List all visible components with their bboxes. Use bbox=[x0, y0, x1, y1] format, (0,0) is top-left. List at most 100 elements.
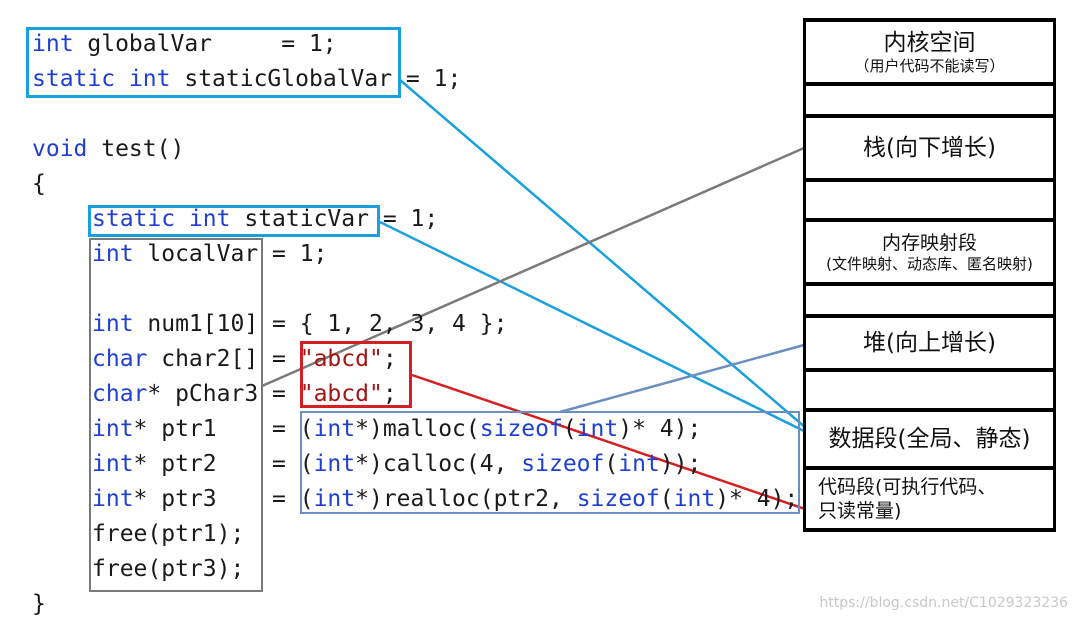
keyword: int bbox=[92, 416, 134, 442]
heap-alloc-box bbox=[300, 411, 800, 514]
keyword: static bbox=[92, 206, 176, 232]
keyword: int bbox=[92, 451, 134, 477]
segment-mmap: 内存映射段 (文件映射、动态库、匿名映射) bbox=[803, 222, 1056, 282]
code-line-char2: char char2[] = "abcd"; bbox=[92, 342, 397, 377]
string-literal: "abcd" bbox=[299, 346, 383, 372]
code-text: globalVar bbox=[73, 31, 213, 57]
code-text: staticVar bbox=[230, 206, 369, 232]
segment-code: 代码段(可执行代码、 只读常量) bbox=[803, 470, 1056, 528]
code-line-local-var: int localVar = 1; bbox=[92, 237, 327, 272]
segment-heap: 堆(向上增长) bbox=[803, 318, 1056, 368]
segment-data: 数据段(全局、静态) bbox=[803, 412, 1056, 466]
code-text: = bbox=[258, 451, 300, 477]
segment-gap bbox=[803, 372, 1056, 408]
code-text: * ptr2 bbox=[133, 451, 259, 477]
keyword: char bbox=[92, 346, 148, 372]
mem-divider bbox=[803, 408, 1056, 412]
code-text: = bbox=[258, 416, 300, 442]
segment-code-line1: 代码段(可执行代码、 bbox=[818, 476, 997, 498]
static-var-box bbox=[88, 205, 380, 237]
code-text: = { 1, 2, 3, 4 }; bbox=[258, 311, 508, 337]
code-line-static-var: static int staticVar = 1; bbox=[92, 202, 438, 237]
mem-divider bbox=[803, 314, 1056, 318]
segment-kernel: 内核空间 （用户代码不能读写） bbox=[803, 22, 1056, 82]
code-text: * ptr3 bbox=[133, 486, 259, 512]
mem-divider bbox=[803, 466, 1056, 470]
segment-code-line2: 只读常量) bbox=[818, 500, 902, 522]
keyword: int bbox=[188, 206, 231, 232]
code-line-ptr2: int* ptr2 = (int*)calloc(4, sizeof(int))… bbox=[92, 447, 701, 482]
keyword: int bbox=[32, 31, 74, 57]
code-line-func-sig: void test() bbox=[32, 132, 184, 167]
code-line-free-ptr1: free(ptr1); bbox=[92, 521, 245, 547]
global-vars-box bbox=[26, 27, 401, 98]
segment-heap-label: 堆(向上增长) bbox=[863, 330, 996, 356]
link-const-to-code bbox=[411, 373, 809, 512]
code-text: = bbox=[258, 486, 300, 512]
mem-border-bottom bbox=[803, 528, 1056, 532]
mem-divider bbox=[803, 282, 1056, 286]
code-line-free-ptr3: free(ptr3); bbox=[92, 556, 245, 582]
code-text: num1[10] bbox=[133, 311, 259, 337]
keyword: static bbox=[32, 66, 116, 92]
code-text: *)calloc(4, bbox=[355, 451, 522, 477]
code-text: ( bbox=[299, 451, 314, 477]
keyword: void bbox=[32, 136, 88, 162]
keyword: int bbox=[313, 451, 356, 477]
code-text: ( bbox=[604, 451, 619, 477]
segment-mmap-title: 内存映射段 bbox=[881, 231, 977, 254]
code-text: ( bbox=[299, 486, 314, 512]
local-vars-box bbox=[89, 238, 263, 592]
mem-divider bbox=[803, 178, 1056, 182]
keyword: sizeof bbox=[576, 486, 660, 512]
segment-data-label: 数据段(全局、静态) bbox=[828, 426, 1031, 452]
mem-divider bbox=[803, 368, 1056, 372]
code-text: * ptr1 bbox=[133, 416, 259, 442]
code-line-global: int globalVar = 1; bbox=[32, 27, 337, 62]
code-text: staticGlobalVar bbox=[170, 66, 393, 92]
code-text: *)realloc(ptr2, bbox=[355, 486, 577, 512]
watermark: https://blog.csdn.net/C1029323236 bbox=[819, 595, 1068, 611]
segment-gap bbox=[803, 86, 1056, 114]
code-text: = bbox=[258, 381, 300, 407]
code-text: * pChar3 bbox=[147, 381, 259, 407]
keyword: int bbox=[313, 416, 356, 442]
keyword: int bbox=[576, 416, 619, 442]
keyword: int bbox=[673, 486, 716, 512]
string-literal-box bbox=[300, 341, 412, 408]
code-text: *)malloc( bbox=[355, 416, 480, 442]
code-line-ptr1: int* ptr1 = (int*)malloc(sizeof(int)* 4)… bbox=[92, 412, 701, 447]
segment-mmap-note: (文件映射、动态库、匿名映射) bbox=[826, 254, 1033, 273]
code-line-static-global: static int staticGlobalVar = 1; bbox=[32, 62, 461, 97]
segment-stack-label: 栈(向下增长) bbox=[863, 135, 996, 161]
code-text: localVar bbox=[133, 241, 259, 267]
link-global-to-data bbox=[399, 79, 807, 429]
keyword: int bbox=[92, 311, 134, 337]
mem-border-top bbox=[803, 18, 1056, 22]
code-line-ptr3: int* ptr3 = (int*)realloc(ptr2, sizeof(i… bbox=[92, 482, 798, 517]
code-text: ; bbox=[382, 346, 397, 372]
code-text: ; bbox=[382, 381, 397, 407]
link-static-to-data bbox=[379, 220, 807, 434]
code-text: test() bbox=[87, 136, 185, 162]
segment-gap bbox=[803, 182, 1056, 218]
segment-kernel-note: （用户代码不能读写） bbox=[854, 56, 1005, 75]
string-literal: "abcd" bbox=[299, 381, 383, 407]
keyword: int bbox=[92, 486, 134, 512]
mem-divider bbox=[803, 82, 1056, 86]
segment-stack: 栈(向下增长) bbox=[803, 118, 1056, 178]
code-text: ( bbox=[659, 486, 674, 512]
code-text: )); bbox=[659, 451, 702, 477]
code-text: = 1; bbox=[368, 206, 439, 232]
code-line-open-brace: { bbox=[32, 171, 46, 197]
code-text: )* 4); bbox=[618, 416, 702, 442]
mem-divider bbox=[803, 218, 1056, 222]
link-heap-to-heapseg bbox=[559, 343, 805, 414]
keyword: int bbox=[313, 486, 356, 512]
code-text: ( bbox=[299, 416, 314, 442]
code-text: = 1; bbox=[212, 31, 337, 57]
keyword: int bbox=[92, 241, 134, 267]
code-text: = 1; bbox=[258, 241, 328, 267]
